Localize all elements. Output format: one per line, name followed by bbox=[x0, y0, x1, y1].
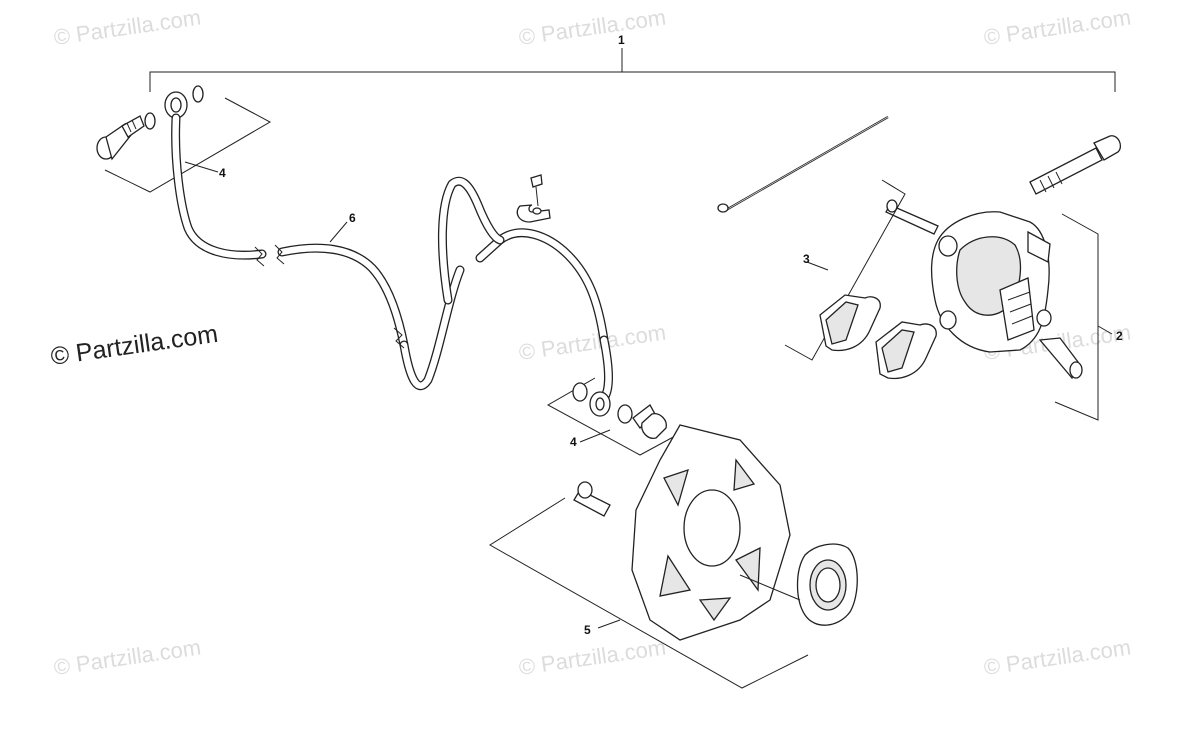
callout-3: 3 bbox=[803, 252, 810, 266]
washer-icon bbox=[617, 404, 633, 424]
hose-clamp bbox=[516, 174, 551, 223]
banjo-bolt-upper bbox=[96, 115, 145, 161]
lower-fitting-group: 4 bbox=[546, 377, 691, 456]
brake-disc-assembly: 5 bbox=[489, 424, 858, 689]
washer-icon bbox=[572, 382, 588, 402]
watermark-tile: © Partzilla.com bbox=[52, 635, 202, 680]
callout-5: 5 bbox=[584, 623, 591, 637]
brake-hose: 6 bbox=[171, 113, 613, 403]
washer-icon bbox=[144, 112, 156, 130]
watermark-tile: © Partzilla.com bbox=[517, 5, 667, 50]
callout-6: 6 bbox=[349, 211, 356, 225]
brake-caliper: 2 bbox=[885, 199, 1123, 421]
watermark-tile: © Partzilla.com bbox=[982, 5, 1132, 50]
watermark-main: © Partzilla.com bbox=[49, 320, 220, 371]
upper-fitting-group: 4 bbox=[96, 85, 272, 193]
watermark-tile: © Partzilla.com bbox=[517, 635, 667, 680]
assembly-bracket: 1 bbox=[149, 33, 1116, 92]
callout-4-upper: 4 bbox=[219, 166, 226, 180]
washer-icon bbox=[192, 85, 204, 103]
watermark-tile: © Partzilla.com bbox=[982, 635, 1132, 680]
callout-2: 2 bbox=[1116, 329, 1123, 343]
callout-1: 1 bbox=[618, 33, 625, 47]
caliper-bolt-long bbox=[1029, 135, 1122, 195]
watermark-tile: © Partzilla.com bbox=[52, 5, 202, 50]
watermark-tile: © Partzilla.com bbox=[517, 320, 667, 365]
callout-4-lower: 4 bbox=[570, 435, 577, 449]
pad-pin bbox=[717, 116, 889, 213]
brake-pads: 3 bbox=[784, 179, 937, 380]
